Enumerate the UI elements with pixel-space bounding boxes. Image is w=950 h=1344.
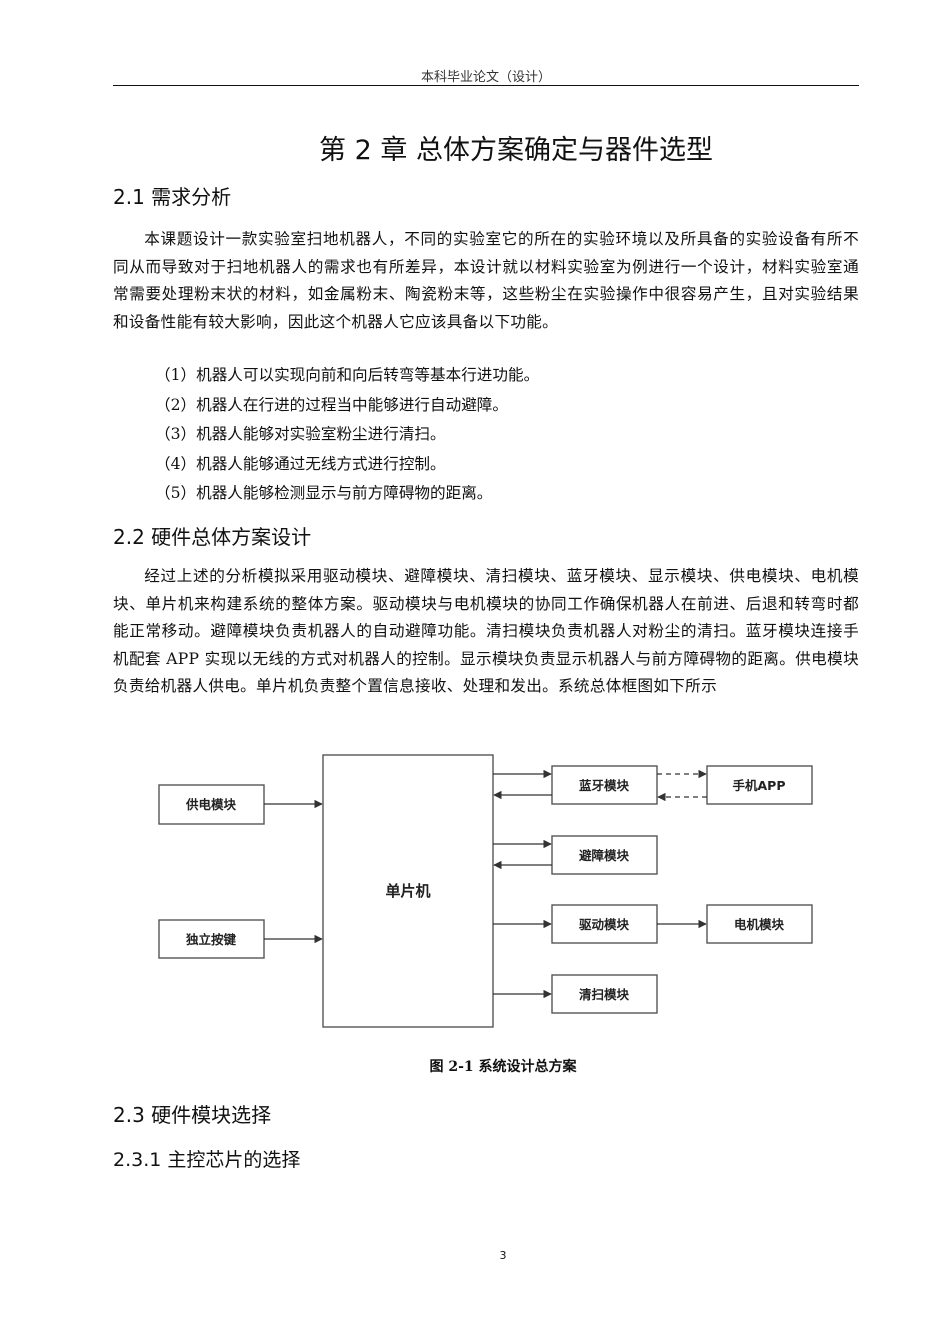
requirements-list: （1）机器人可以实现向前和向后转弯等基本行进功能。 （2）机器人在行进的过程当中… <box>113 361 859 509</box>
system-block-diagram: 单片机 供电模块 独立按键 蓝牙模块 手机APP 避障模块 驱动模块 电机模块 <box>158 754 813 1028</box>
cleaning-module-block <box>551 974 658 1014</box>
paragraph-requirements: 本课题设计一款实验室扫地机器人，不同的实验室它的所在的实验环境以及所具备的实验设… <box>113 230 859 331</box>
chapter-title: 第 2 章 总体方案确定与器件选型 <box>319 135 713 166</box>
motor-module-label: 电机模块 <box>734 917 785 932</box>
page-number: 3 <box>499 1249 507 1262</box>
list-item: （3）机器人能够对实验室粉尘进行清扫。 <box>155 425 446 443</box>
list-item: （4）机器人能够通过无线方式进行控制。 <box>155 454 446 473</box>
header-rule <box>113 85 859 86</box>
phone-app-label: 手机APP <box>733 778 786 793</box>
button-module-label: 独立按键 <box>185 932 237 947</box>
button-module-block <box>158 919 265 959</box>
obstacle-module-block <box>551 835 658 875</box>
power-module-block <box>158 784 265 825</box>
list-item: （1）机器人可以实现向前和向后转弯等基本行进功能。 <box>155 366 540 384</box>
driver-module-block <box>551 904 658 944</box>
cleaning-module-label: 清扫模块 <box>579 987 630 1002</box>
figure-caption: 图 2-1 系统设计总方案 <box>429 1059 577 1075</box>
phone-app-block <box>706 765 813 805</box>
mcu-label: 单片机 <box>385 882 430 900</box>
section-heading-2-3-1: 2.3.1 主控芯片的选择 <box>113 1149 301 1171</box>
section-heading-2-2: 2.2 硬件总体方案设计 <box>113 525 312 549</box>
obstacle-module-label: 避障模块 <box>579 848 630 863</box>
driver-module-label: 驱动模块 <box>579 917 630 932</box>
running-header: 本科毕业论文（设计） <box>420 70 551 85</box>
section-heading-2-1: 2.1 需求分析 <box>113 185 232 209</box>
list-item: （5）机器人能够检测显示与前方障碍物的距离。 <box>155 484 493 502</box>
mcu-block <box>322 754 494 1028</box>
power-module-label: 供电模块 <box>185 797 237 812</box>
motor-module-block <box>706 904 813 944</box>
paragraph-hardware-design: 经过上述的分析模拟采用驱动模块、避障模块、清扫模块、蓝牙模块、显示模块、供电模块… <box>113 567 859 696</box>
section-heading-2-3: 2.3 硬件模块选择 <box>113 1103 272 1127</box>
bluetooth-module-label: 蓝牙模块 <box>579 778 630 793</box>
bluetooth-module-block <box>551 765 658 805</box>
list-item: （2）机器人在行进的过程当中能够进行自动避障。 <box>155 395 508 414</box>
